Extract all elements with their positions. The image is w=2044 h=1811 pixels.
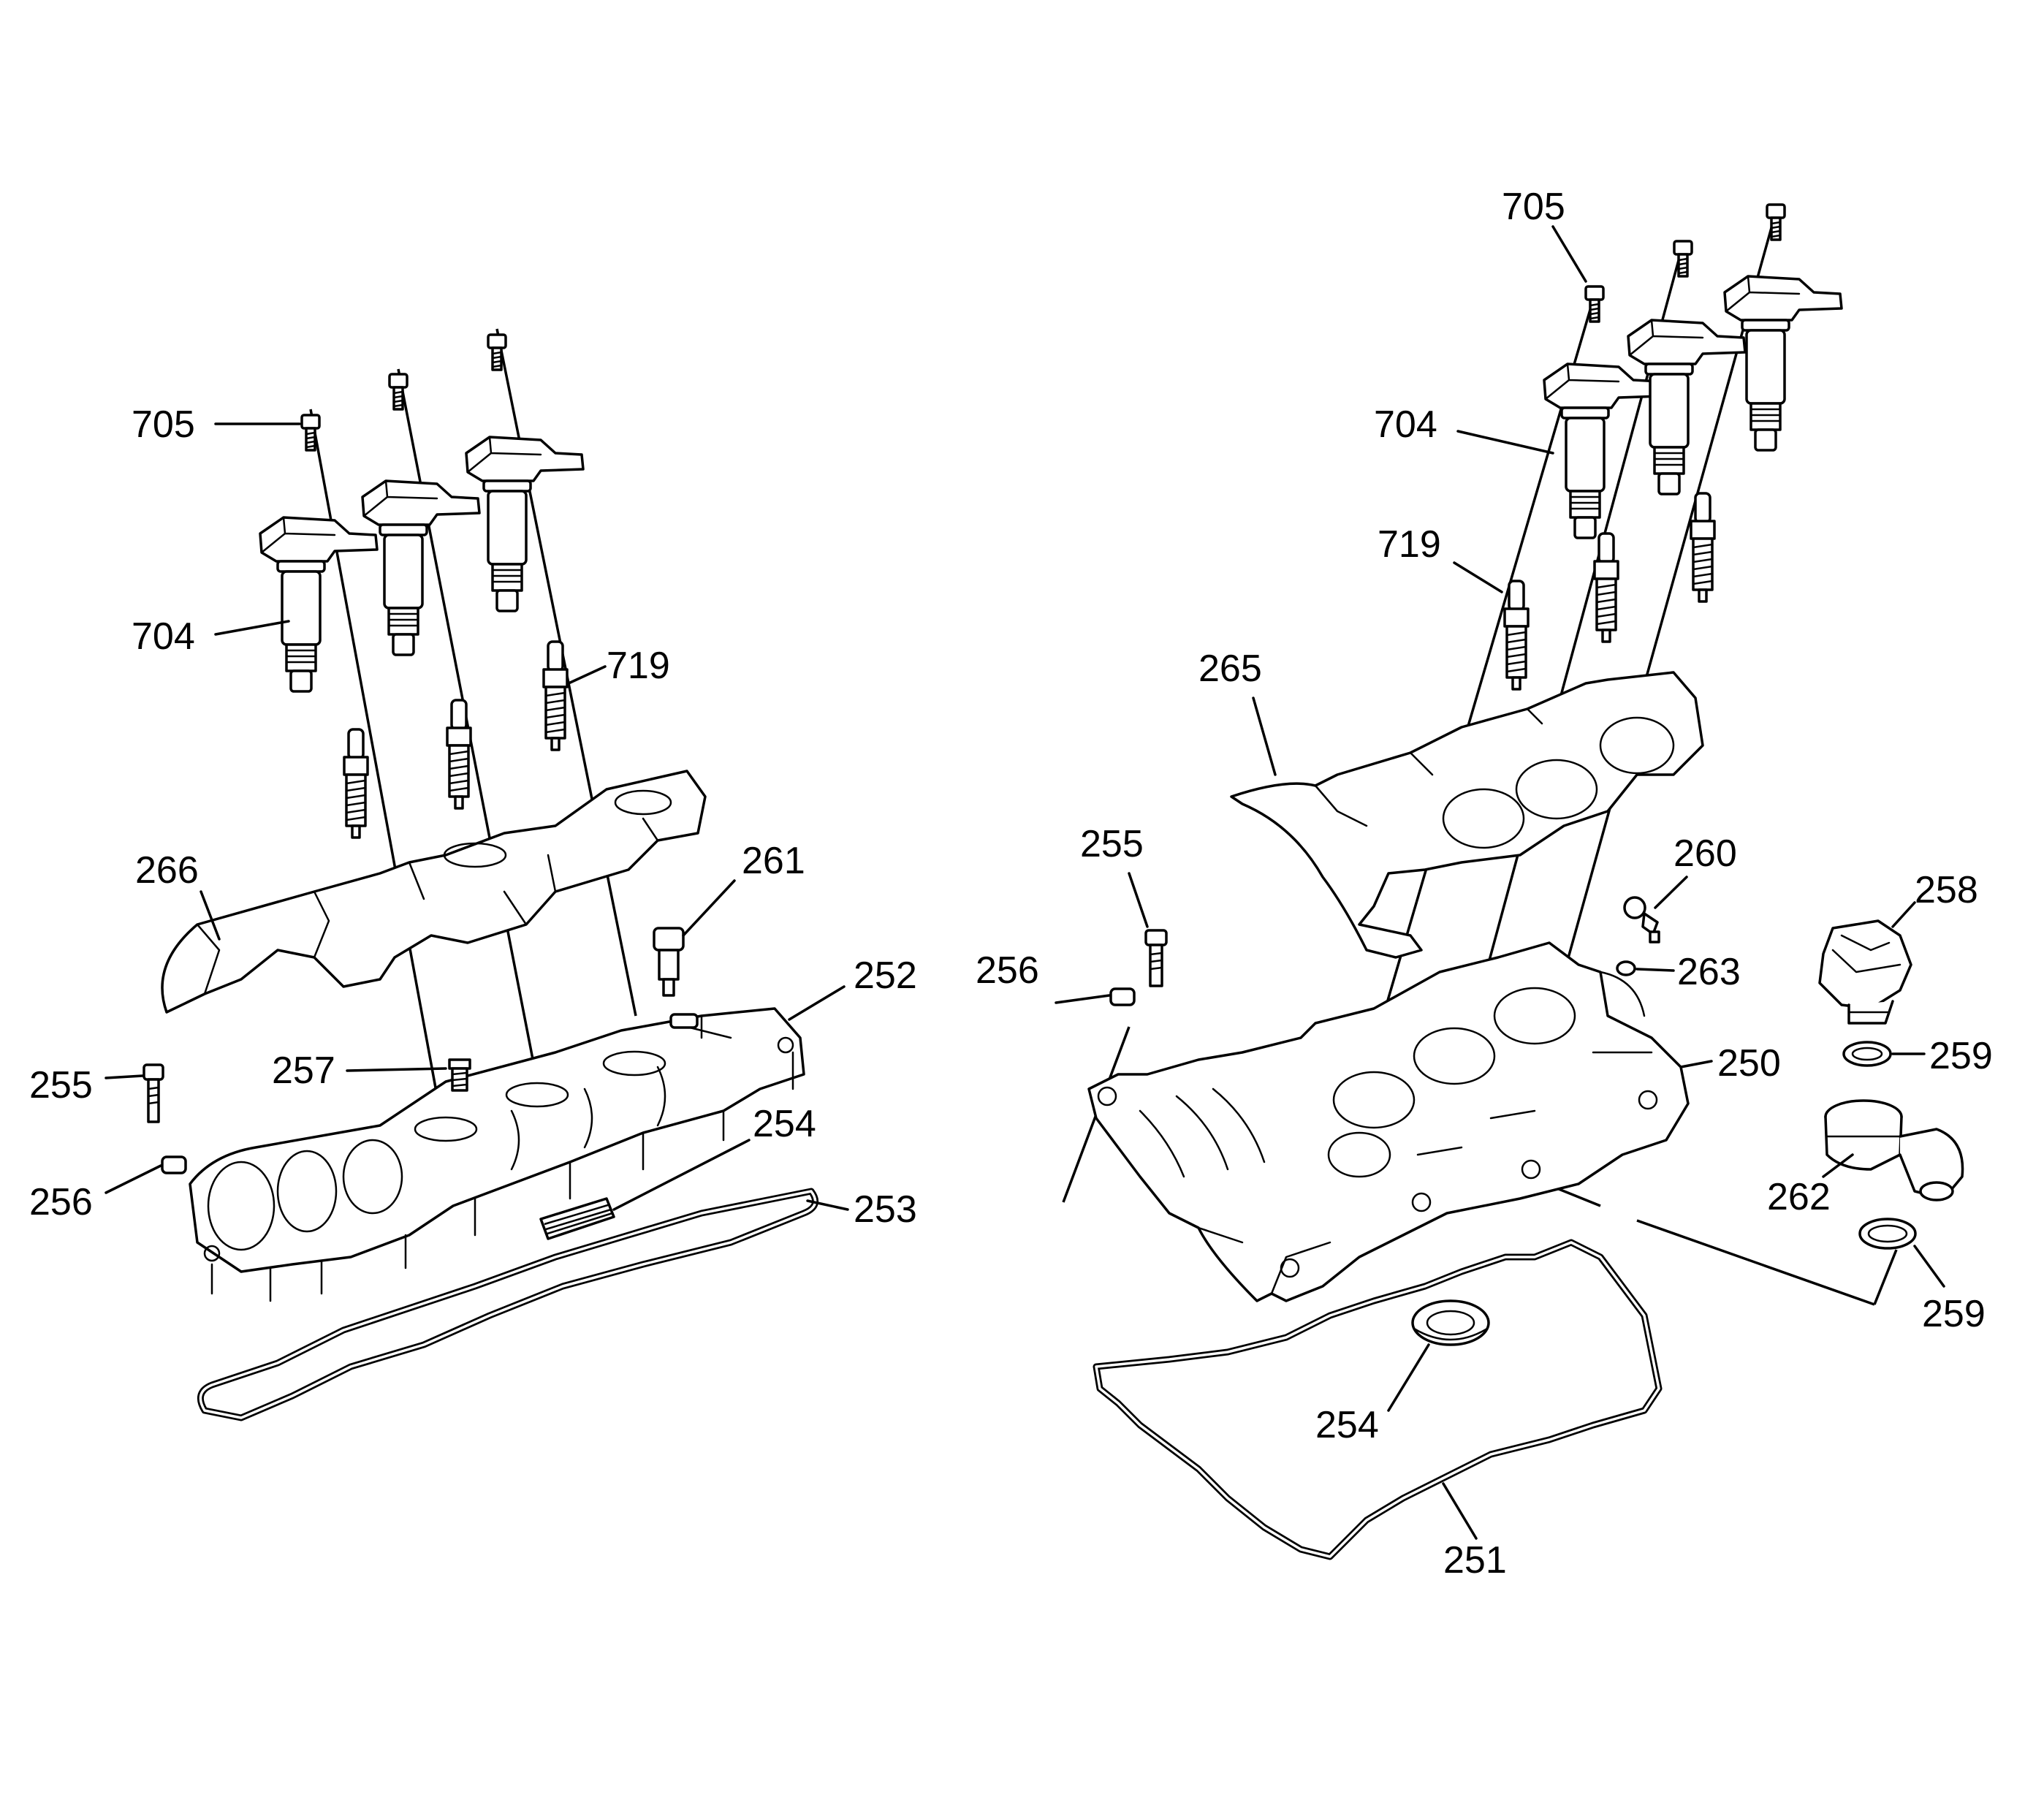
callout-255: 255 [29,1064,93,1106]
left-ignition-coil-704 [259,436,585,693]
right-oring-259-lower [1858,1218,1917,1250]
callout-258: 258 [1915,869,1978,911]
left-coil-cover-266 [161,770,707,1014]
callout-265: 265 [1198,648,1262,690]
right-grommet-256 [1109,987,1136,1006]
callout-251: 251 [1443,1539,1507,1582]
left-sensor-261 [653,927,685,997]
right-oil-fill-cap-258 [1818,919,1912,1025]
right-bank-assembly: 705 704 719 265 255 256 260 263 258 259 … [976,186,1993,1582]
callout-705: 705 [132,403,195,446]
left-leader-lines [105,422,849,1211]
right-valve-cover-250 [1087,941,1690,1302]
callout-704: 704 [132,615,195,658]
right-fill-tube-262 [1824,1099,1964,1201]
right-callouts: 705 704 719 265 255 256 260 263 258 259 … [976,186,1993,1582]
callout-256: 256 [976,949,1039,992]
right-gasket-251 [1093,1239,1663,1560]
callout-719: 719 [1378,523,1441,566]
callout-257: 257 [272,1049,335,1092]
right-oring-259-upper [1842,1041,1892,1067]
callout-256: 256 [29,1181,93,1223]
callout-259-upper: 259 [1929,1035,1993,1077]
right-leader-lines [1055,225,1945,1540]
callout-705: 705 [1502,186,1565,228]
callout-255: 255 [1080,823,1144,865]
left-gasket-253 [197,1188,819,1421]
callout-261: 261 [742,840,805,882]
callout-252: 252 [854,954,917,997]
left-spark-plug-719 [343,640,569,839]
callout-719: 719 [607,645,670,687]
callout-266: 266 [135,849,199,892]
callout-263: 263 [1677,951,1741,993]
left-plug-257 [448,1058,471,1092]
right-coil-cover-265 [1230,671,1704,959]
right-spark-plug-719 [1503,492,1716,691]
left-bank-assembly: 705 704 719 266 261 252 257 255 256 254 … [29,328,917,1421]
left-callouts: 705 704 719 266 261 252 257 255 256 254 … [29,403,917,1231]
callout-250: 250 [1717,1042,1781,1085]
callout-253: 253 [854,1188,917,1231]
right-seal-254 [1411,1299,1490,1346]
callout-254: 254 [753,1103,816,1145]
right-bolt-255 [1144,929,1168,987]
callout-704: 704 [1374,403,1437,446]
left-seal-254 [539,1197,615,1240]
right-valve-260 [1623,896,1660,944]
callout-259-lower: 259 [1922,1293,1986,1335]
left-bolt-255 [143,1063,164,1123]
left-valve-cover-252 [189,1007,805,1302]
left-grommet-256 [161,1155,187,1174]
callout-254: 254 [1315,1404,1379,1446]
callout-260: 260 [1673,832,1737,875]
callout-262: 262 [1767,1176,1831,1218]
left-alignment-lines [309,328,637,1104]
right-oring-263 [1616,960,1636,976]
left-bolt-705 [300,333,507,452]
